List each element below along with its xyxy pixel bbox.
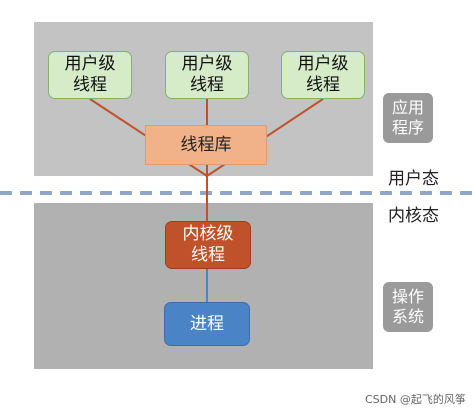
user-thread-2: 用户级 线程 (165, 51, 249, 99)
thread-library: 线程库 (145, 125, 267, 165)
user-thread-1: 用户级 线程 (48, 51, 132, 99)
credit-watermark: CSDN @起飞的风筝 (365, 393, 466, 406)
kernel-mode-label: 内核态 (388, 206, 439, 226)
kernel-thread: 内核级 线程 (165, 221, 251, 269)
application-tag: 应用 程序 (383, 93, 433, 143)
user-thread-3: 用户级 线程 (281, 51, 365, 99)
os-tag: 操作 系统 (383, 282, 433, 332)
process-box: 进程 (164, 302, 250, 346)
user-mode-label: 用户态 (388, 169, 439, 189)
